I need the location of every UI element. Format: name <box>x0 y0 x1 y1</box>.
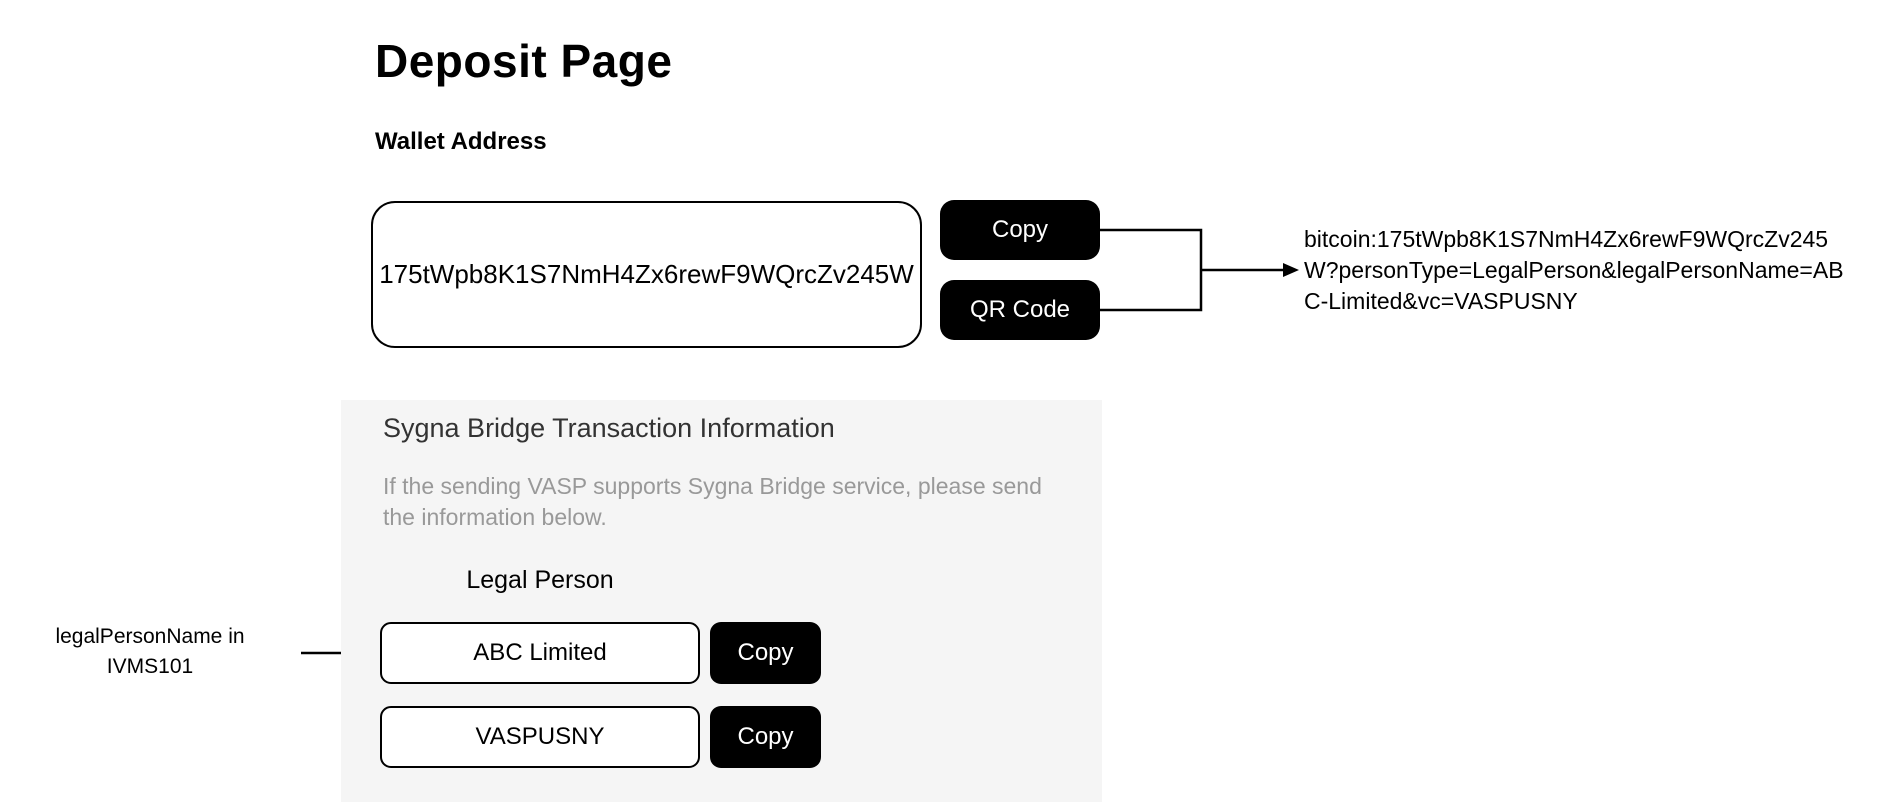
deposit-uri-text: bitcoin:175tWpb8K1S7NmH4Zx6rewF9WQrcZv24… <box>1304 226 1844 314</box>
wallet-address-box: 175tWpb8K1S7NmH4Zx6rewF9WQrcZv245W <box>371 201 922 348</box>
bracket-connector <box>1100 228 1203 312</box>
wallet-address-value: 175tWpb8K1S7NmH4Zx6rewF9WQrcZv245W <box>379 259 914 289</box>
wallet-address-label: Wallet Address <box>375 128 547 155</box>
vasp-code-box: VASPUSNY <box>380 706 700 768</box>
legal-person-heading: Legal Person <box>466 566 614 594</box>
legal-person-name-annotation: legalPersonName in IVMS101 <box>55 625 245 678</box>
uri-arrow-head <box>1283 263 1299 277</box>
copy-address-button[interactable]: Copy <box>940 200 1100 260</box>
copy-legal-person-name-button[interactable]: Copy <box>710 622 821 684</box>
sygna-panel-description: If the sending VASP supports Sygna Bridg… <box>383 473 1042 530</box>
page-title: Deposit Page <box>375 35 673 87</box>
sygna-panel-title: Sygna Bridge Transaction Information <box>383 413 835 443</box>
legal-person-name-value: ABC Limited <box>473 639 607 666</box>
copy-vasp-code-button[interactable]: Copy <box>710 706 821 768</box>
qr-code-button[interactable]: QR Code <box>940 280 1100 340</box>
vasp-code-value: VASPUSNY <box>475 723 605 750</box>
legal-person-name-box: ABC Limited <box>380 622 700 684</box>
